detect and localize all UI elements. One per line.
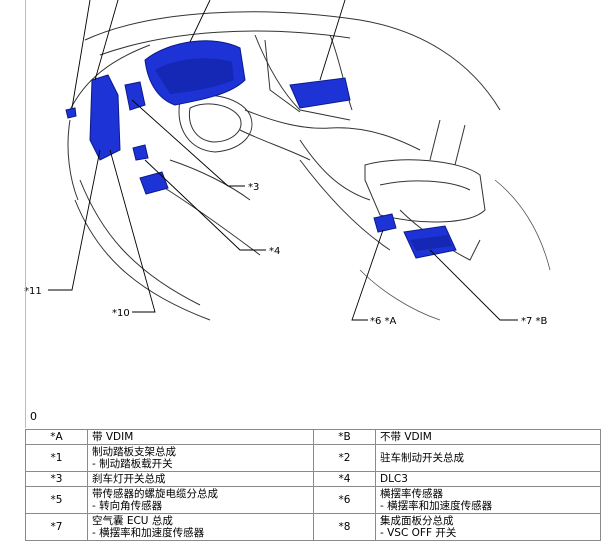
callout-11: *11 xyxy=(24,286,42,297)
legend-desc-main: 制动踏板支架总成 xyxy=(92,446,176,458)
legend-desc: 空气囊 ECU 总成 - 横摆率和加速度传感器 xyxy=(87,513,314,541)
combination-meter xyxy=(144,40,246,106)
legend-key: *A xyxy=(25,429,88,445)
legend-key: *8 xyxy=(313,513,376,541)
legend-desc: DLC3 xyxy=(375,471,601,487)
dlc3-connector xyxy=(139,171,169,195)
legend-row: *3 刹车灯开关总成 *4 DLC3 xyxy=(25,471,601,487)
legend-key: *6 xyxy=(313,486,376,514)
small-connector xyxy=(65,107,77,119)
legend-key: *4 xyxy=(313,471,376,487)
legend-desc-main: 集成面板分总成 xyxy=(380,515,454,527)
legend-key: *1 xyxy=(25,444,88,472)
legend-desc-main: 带传感器的螺旋电缆分总成 xyxy=(92,488,218,500)
callout-10: *10 xyxy=(112,308,130,319)
legend-desc-sub: - 横摆率和加速度传感器 xyxy=(92,527,205,539)
legend-row: *7 空气囊 ECU 总成 - 横摆率和加速度传感器 *8 集成面板分总成 - … xyxy=(25,513,601,541)
legend-desc-main: 横摆率传感器 xyxy=(380,488,443,500)
figure-zero-label: 0 xyxy=(30,410,37,423)
stop-light-switch xyxy=(132,144,149,161)
legend-key: *B xyxy=(313,429,376,445)
callout-3: *3 xyxy=(248,182,259,193)
legend-desc-main: 空气囊 ECU 总成 xyxy=(92,515,173,527)
legend-desc: 横摆率传感器 - 横摆率和加速度传感器 xyxy=(375,486,601,514)
yaw-rate-sensor xyxy=(373,213,397,233)
leader-lines xyxy=(48,0,518,321)
dashboard-outline xyxy=(67,11,551,321)
legend-key: *7 xyxy=(25,513,88,541)
callout-6-a: *6 *A xyxy=(370,316,397,327)
callout-7-b: *7 *B xyxy=(521,316,548,327)
callout-4: *4 xyxy=(269,246,280,257)
legend-desc: 集成面板分总成 - VSC OFF 开关 xyxy=(375,513,601,541)
legend-desc-sub: - VSC OFF 开关 xyxy=(380,527,457,539)
legend-desc: 带传感器的螺旋电缆分总成 - 转向角传感器 xyxy=(87,486,314,514)
legend-desc: 不带 VDIM xyxy=(375,429,601,445)
airbag-ecu xyxy=(403,225,457,259)
legend-table: *A 带 VDIM *B 不带 VDIM *1 制动踏板支架总成 - 制动踏板载… xyxy=(25,429,601,541)
integration-panel xyxy=(289,77,351,109)
legend-row: *5 带传感器的螺旋电缆分总成 - 转向角传感器 *6 横摆率传感器 - 横摆率… xyxy=(25,486,601,514)
legend-row: *1 制动踏板支架总成 - 制动踏板载开关 *2 驻车制动开关总成 xyxy=(25,444,601,472)
legend-desc: 刹车灯开关总成 xyxy=(87,471,314,487)
legend-desc: 带 VDIM xyxy=(87,429,314,445)
legend-desc: 驻车制动开关总成 xyxy=(375,444,601,472)
legend-desc: 制动踏板支架总成 - 制动踏板载开关 xyxy=(87,444,314,472)
legend-desc-sub: - 横摆率和加速度传感器 xyxy=(380,500,493,512)
vehicle-interior-diagram: *3 *4 *11 *10 *6 *A *7 *B xyxy=(24,0,551,327)
frame-border xyxy=(25,0,26,428)
legend-desc-sub: - 制动踏板载开关 xyxy=(92,458,173,470)
legend-desc-sub: - 转向角传感器 xyxy=(92,500,163,512)
legend-row: *A 带 VDIM *B 不带 VDIM xyxy=(25,429,601,445)
legend-key: *2 xyxy=(313,444,376,472)
steering-sensor-module xyxy=(89,74,146,161)
legend-key: *3 xyxy=(25,471,88,487)
legend-key: *5 xyxy=(25,486,88,514)
